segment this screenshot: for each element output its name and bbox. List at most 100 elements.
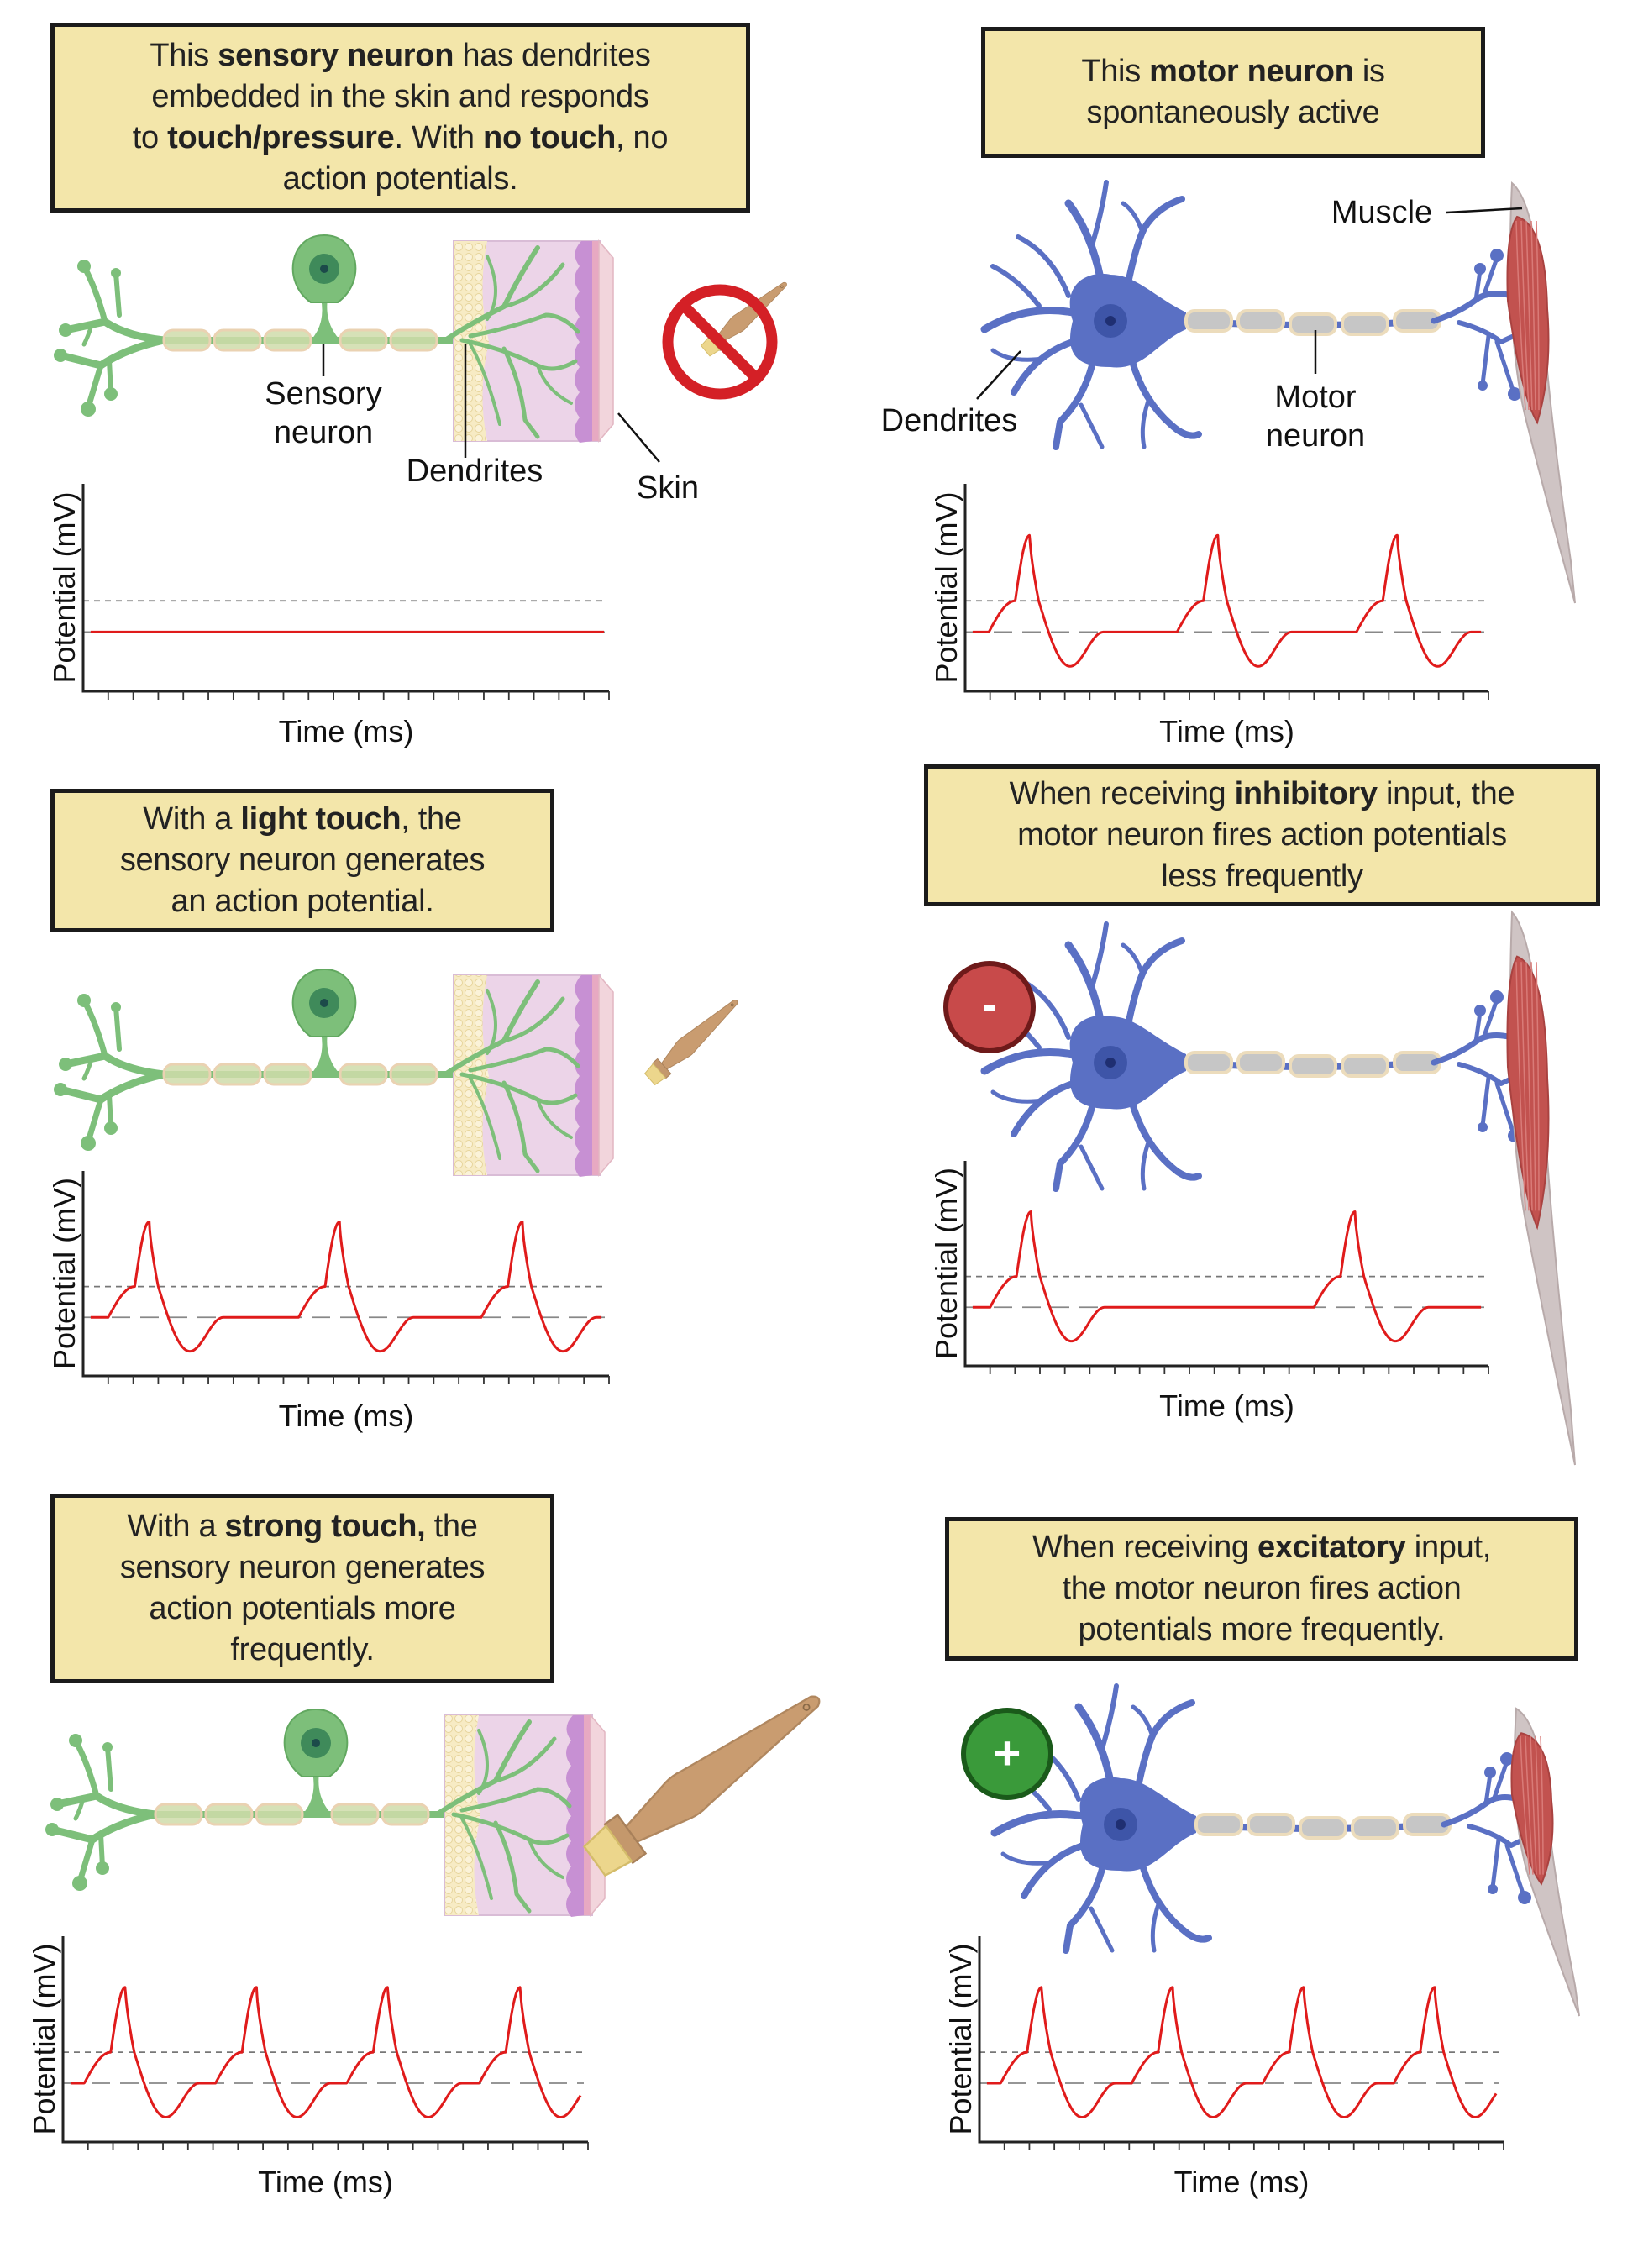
dendrite-knob (69, 1734, 82, 1747)
dendrite-branch (61, 318, 168, 344)
dendrite-branch (1124, 937, 1185, 1032)
chart-no-touch: Time (ms)Potential (mV) (47, 484, 610, 748)
skin-block (443, 239, 614, 444)
x-axis-label: Time (ms) (1174, 2165, 1310, 2199)
epidermis-layer (566, 1715, 584, 1917)
skin-dendrite (486, 255, 497, 321)
skin-dendrite (469, 343, 501, 426)
nucleolus (320, 999, 328, 1007)
axon-terminal (1518, 1891, 1531, 1904)
label-muscle: Muscle (1331, 195, 1433, 230)
muscle-fiber (1536, 220, 1540, 411)
skin-dendrite (528, 1838, 564, 1879)
dendrite-branch (81, 263, 108, 325)
dendrite-knob (72, 1876, 87, 1891)
caption-text: input, the (1377, 776, 1515, 811)
skin-dendrite (501, 262, 565, 309)
y-axis-label: Potential (mV) (27, 1943, 61, 2134)
brush-hole (780, 285, 784, 289)
caption-line: an action potential. (171, 881, 433, 922)
skin-dendrite (536, 1098, 573, 1139)
dendrite-branch (1121, 942, 1145, 977)
inhibitory-input-icon (943, 961, 1036, 1053)
dendrite-branch (1079, 402, 1105, 449)
caption-emphasis: motor neuron (1149, 54, 1354, 89)
chart-inhibitory: Time (ms)Potential (mV) (929, 1161, 1489, 1423)
dendrite-knob (96, 1861, 109, 1875)
label-line: Sensory (265, 376, 382, 412)
myelin-sheath (213, 1063, 262, 1086)
myelin-sheath (1341, 1054, 1389, 1078)
chart-strong-touch: Time (ms)Potential (mV) (27, 1936, 589, 2199)
myelin-sheath (1184, 1051, 1233, 1074)
dendrite-knob (45, 1823, 59, 1836)
strong-touch-brush-icon (582, 1695, 821, 1877)
myelin-sheath (1289, 312, 1337, 336)
dendrite-branch (98, 1832, 105, 1869)
y-axis-label: Potential (mV) (47, 491, 81, 683)
dendrite-branch (1128, 1097, 1202, 1181)
soma-stalk (311, 1032, 340, 1074)
skin-block (434, 1713, 606, 1918)
skin-side-face (590, 1713, 606, 1918)
dendrite-knob (77, 994, 91, 1007)
caption-text: the (425, 1509, 478, 1544)
dendrite-knob (77, 260, 91, 273)
caption-line: This motor neuron is (1081, 51, 1385, 92)
membrane-potential-trace (972, 533, 1482, 668)
no-touch-icon (662, 281, 787, 400)
dendrite-branch (1089, 180, 1109, 248)
motor-neuron (980, 180, 1531, 450)
label-motor-neuron: Motor neuron (1248, 378, 1383, 455)
excitatory-input-icon (961, 1708, 1053, 1800)
myelin-sheath (339, 328, 388, 352)
leader-line (617, 412, 660, 463)
skin-dendrite (460, 1817, 493, 1900)
axes (81, 484, 609, 693)
dendrite-branch (81, 997, 108, 1059)
dendrite-branch (1100, 1683, 1119, 1751)
skin-dendrite (493, 1736, 557, 1783)
brush-handle (715, 281, 787, 344)
caption-text: input, (1405, 1530, 1491, 1565)
dendrite-branch (113, 270, 122, 318)
dendrite-branch (56, 336, 168, 370)
caption-text: spontaneously active (1086, 95, 1380, 130)
dendrite-branch (48, 1810, 160, 1844)
caption-line: frequently. (230, 1630, 375, 1671)
caption-line: action potentials. (283, 159, 518, 200)
stratum-corneum (584, 1715, 591, 1915)
myelin-sheath (1299, 1816, 1347, 1840)
dendrite-knob (50, 1798, 64, 1811)
dendrite-branch (53, 1792, 160, 1819)
axes (963, 1161, 1488, 1368)
myelin-sheath (162, 328, 212, 352)
axes (61, 1936, 588, 2144)
caption-line: When receiving excitatory input, (1032, 1527, 1491, 1568)
myelin-sheath (1236, 1051, 1285, 1074)
x-axis-label: Time (ms) (1159, 714, 1294, 748)
muscle-fiber (1530, 962, 1536, 1211)
caption-text: sensory neuron generates (119, 1550, 486, 1585)
caption-emphasis: touch/pressure (167, 120, 395, 155)
stratum-corneum (592, 241, 599, 441)
sensory-neuron (54, 968, 457, 1151)
axon-terminal (1490, 990, 1504, 1004)
dendrite-branch (1053, 355, 1097, 450)
axon-terminal (1488, 1884, 1498, 1894)
skin-side-face (598, 239, 614, 444)
myelin-sheath (263, 328, 312, 352)
muscle-fiber (1530, 220, 1536, 411)
y-axis-label: Potential (mV) (943, 1943, 978, 2134)
brush-bristles (643, 1063, 666, 1086)
myelin-sheath (1184, 309, 1233, 333)
dendrite-branch (76, 1836, 96, 1885)
dendrite-branch (1473, 1010, 1483, 1044)
myelin-sheath (1351, 1816, 1399, 1840)
muscle-fiber (1536, 962, 1540, 1211)
dendrite-knob (104, 387, 118, 401)
muscle-fiber (1520, 220, 1530, 411)
dendrite-branch (1121, 201, 1145, 235)
myelin-sheath (162, 1063, 212, 1086)
